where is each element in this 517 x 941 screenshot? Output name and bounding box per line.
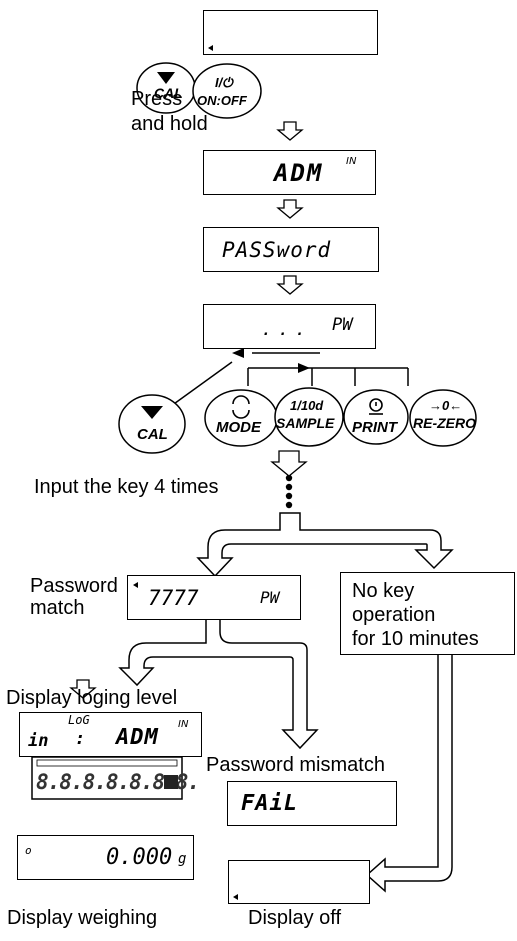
cal-triangle-icon: [157, 72, 175, 84]
sample-key[interactable]: [274, 387, 344, 447]
display-weighing: o 0.000 g: [17, 835, 194, 880]
cal-label-top: CAL: [154, 85, 183, 101]
login-in: in: [28, 731, 49, 751]
on-off-key[interactable]: [192, 63, 262, 119]
adm-in-super: IN: [346, 156, 357, 167]
cal-key[interactable]: [118, 394, 186, 454]
down-arrow-1: [277, 121, 303, 141]
adm-text: ADM: [274, 159, 324, 187]
press-label: Press: [131, 88, 183, 110]
weigh-value: 0.000: [106, 845, 173, 870]
down-arrow-2: [277, 199, 303, 219]
display-adm: ADM IN: [203, 150, 376, 195]
display-off-label: Display off: [248, 907, 342, 929]
pw-dots: . . .: [262, 323, 305, 339]
stable-marker-icon-2: [233, 894, 238, 900]
sample-label: SAMPLE: [276, 415, 335, 431]
no-key-line1: No key: [352, 580, 415, 602]
cal-triangle-icon-2: [141, 406, 163, 419]
display-login: LoG in : ADM IN: [19, 712, 202, 757]
big-down-arrow: [270, 450, 308, 477]
branch-arrows: [118, 512, 454, 893]
password-text: PASSword: [222, 238, 332, 262]
no-key-line3: for 10 minutes: [352, 628, 479, 650]
display-blank-top: [203, 10, 378, 55]
rezero-key[interactable]: [409, 389, 477, 447]
cal-label: CAL: [137, 426, 168, 443]
login-top: LoG: [68, 713, 90, 727]
dots: [285, 474, 293, 509]
no-key-box: No key operation for 10 minutes: [340, 572, 515, 655]
mode-icon: [232, 395, 250, 419]
on-off-label: ON:OFF: [197, 93, 247, 108]
password-mismatch-label: Password mismatch: [206, 754, 385, 776]
weigh-unit: g: [178, 851, 187, 867]
display-code: 7777 PW: [127, 575, 301, 620]
and-hold-label: and hold: [131, 113, 208, 135]
arrow-right-head: [298, 363, 310, 373]
arrow-left-head: [232, 348, 244, 358]
match-label: match: [30, 597, 85, 619]
print-key[interactable]: [343, 389, 409, 445]
display-off-box: [228, 860, 370, 904]
mode-label: MODE: [216, 419, 261, 436]
display-pw-entry: . . . PW: [203, 304, 376, 349]
down-arrow-3: [277, 275, 303, 295]
input-times-label: Input the key 4 times: [34, 476, 219, 498]
stable-marker-icon: [208, 45, 213, 51]
display-fail: FAiL: [227, 781, 397, 826]
login-adm: ADM: [116, 725, 159, 750]
display-password: PASSword: [203, 227, 379, 272]
fail-text: FAiL: [241, 791, 298, 816]
display-logging-label: Display loging level: [6, 687, 178, 709]
display-weighing-label: Display weighing: [7, 907, 158, 929]
all-segments-display: 8.8.8.8.8.8.8.: [31, 756, 200, 800]
login-in-super: IN: [178, 719, 189, 730]
marker-icon: [133, 582, 138, 588]
weigh-circle: o: [25, 844, 32, 857]
code-pw: PW: [260, 588, 280, 607]
rezero-top-label: →0←: [429, 398, 463, 413]
print-label: PRINT: [352, 419, 397, 436]
sample-top-label: 1/10d: [290, 398, 324, 413]
no-key-line2: operation: [352, 604, 436, 626]
password-label: Password: [30, 575, 118, 597]
pw-label: PW: [332, 315, 353, 335]
print-icon: [369, 398, 383, 415]
rezero-label: RE-ZERO: [413, 415, 476, 431]
code-text: 7777: [148, 586, 199, 610]
login-colon: :: [75, 729, 86, 749]
on-off-symbol: I/⏻: [215, 75, 233, 90]
